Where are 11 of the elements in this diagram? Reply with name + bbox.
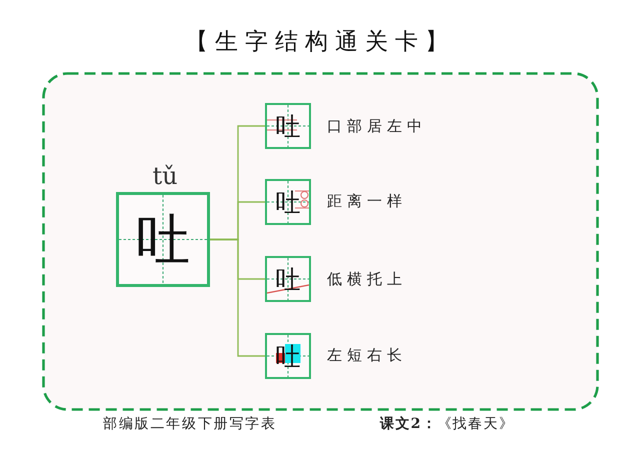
tip-text: 低横托上 (327, 271, 407, 288)
tip-text: 左短右长 (327, 347, 407, 364)
pinyin-label: tǔ (152, 163, 178, 191)
title: 【生字结构通关卡】 (185, 29, 455, 56)
tip-text: 距离一样 (327, 193, 407, 210)
footer-text: 课文2：《找春天》 (380, 416, 514, 432)
connector-line (210, 238, 265, 357)
character-box (116, 192, 210, 287)
character: 吐 (136, 212, 190, 266)
footer-text: 部编版二年级下册写字表 (103, 416, 277, 432)
tip-text: 口部居左中 (327, 118, 427, 136)
